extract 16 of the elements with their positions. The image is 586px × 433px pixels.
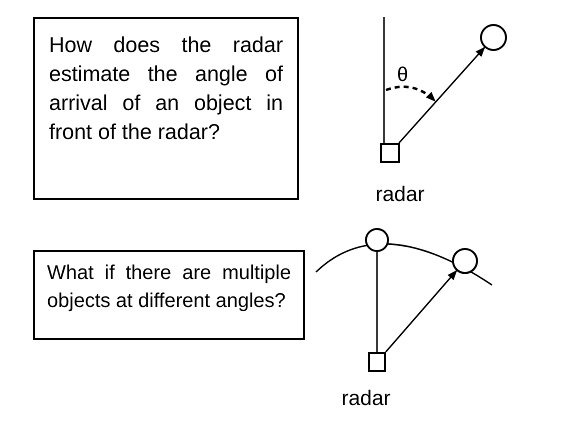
question-box [33,17,299,200]
object-circle [452,248,478,274]
radar-label: radar [341,387,391,411]
question-text: How does the radar estimate the angle of arrival of an object in front of the radar? [49,32,283,146]
radar-square [380,143,400,163]
angle-symbol: θ [397,64,408,87]
question-text: What if there are multiple objects at different angles? [47,261,291,314]
object-circle [365,228,389,252]
radar-label: radar [375,183,425,207]
question-box [33,250,305,340]
arrow [385,270,458,352]
arrow [398,46,486,144]
connector-line [376,252,378,352]
connector-line [383,17,385,143]
object-circle [480,24,507,51]
radar-square [368,352,386,372]
